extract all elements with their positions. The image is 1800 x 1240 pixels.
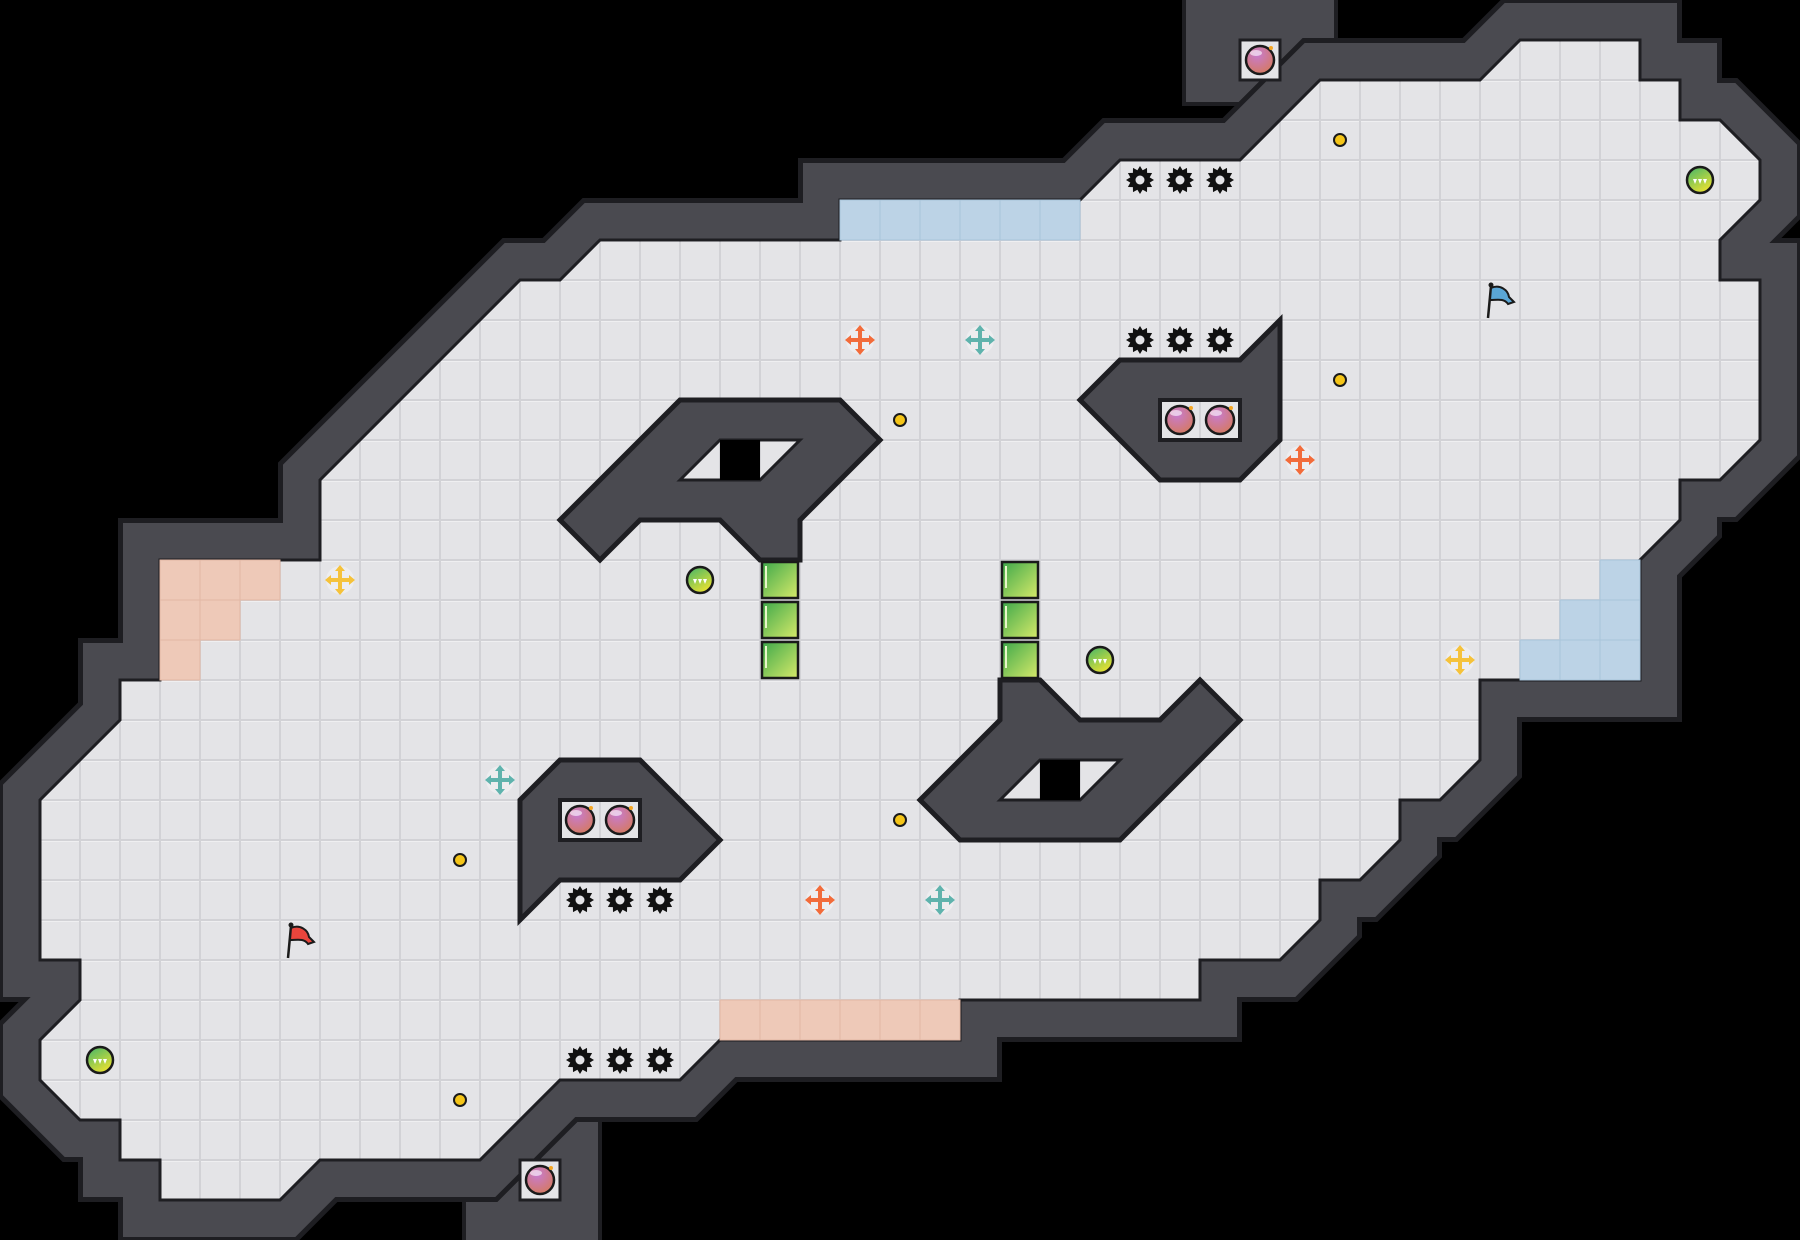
boost-arrows-icon bbox=[325, 565, 355, 595]
marker-dot-icon bbox=[453, 1093, 467, 1107]
gate-tile-icon bbox=[1000, 600, 1040, 640]
red-team-tile bbox=[239, 559, 281, 601]
red-team-tile bbox=[839, 999, 881, 1041]
red-team-tile bbox=[879, 999, 921, 1041]
spike-icon bbox=[646, 1046, 674, 1074]
red-flag-icon bbox=[286, 922, 316, 959]
gate-tile-icon bbox=[760, 640, 800, 680]
void-hole bbox=[1040, 760, 1080, 800]
boost-arrows-icon bbox=[485, 765, 515, 795]
blue-team-tile bbox=[1599, 639, 1641, 681]
red-team-tile bbox=[159, 639, 201, 681]
marker-dot-icon bbox=[453, 853, 467, 867]
gate-tile-icon bbox=[760, 560, 800, 600]
blue-team-tile bbox=[1599, 599, 1641, 641]
blue-team-tile bbox=[1519, 639, 1561, 681]
bomb-icon bbox=[564, 804, 596, 836]
bomb-icon bbox=[604, 804, 636, 836]
gate-tile-icon bbox=[1000, 640, 1040, 680]
spike-icon bbox=[1206, 326, 1234, 354]
spike-icon bbox=[646, 886, 674, 914]
marker-dot-icon bbox=[1333, 133, 1347, 147]
blue-team-tile bbox=[839, 199, 881, 241]
bomb-icon bbox=[1244, 44, 1276, 76]
boost-arrows-icon bbox=[925, 885, 955, 915]
spike-icon bbox=[566, 1046, 594, 1074]
blue-team-tile bbox=[1559, 599, 1601, 641]
powerup-ball-icon bbox=[1685, 165, 1715, 195]
powerup-ball-icon bbox=[85, 1045, 115, 1075]
powerup-ball-icon bbox=[1085, 645, 1115, 675]
gate-tile-icon bbox=[1000, 560, 1040, 600]
red-team-tile bbox=[159, 559, 201, 601]
spike-icon bbox=[1126, 166, 1154, 194]
blue-flag-icon bbox=[1486, 282, 1516, 319]
red-team-tile bbox=[199, 599, 241, 641]
boost-arrows-icon bbox=[805, 885, 835, 915]
marker-dot-icon bbox=[893, 413, 907, 427]
bomb-icon bbox=[1164, 404, 1196, 436]
spike-icon bbox=[1166, 166, 1194, 194]
marker-dot-icon bbox=[893, 813, 907, 827]
powerup-ball-icon bbox=[685, 565, 715, 595]
blue-team-tile bbox=[1559, 639, 1601, 681]
boost-arrows-icon bbox=[1285, 445, 1315, 475]
spike-icon bbox=[566, 886, 594, 914]
team-tiles bbox=[159, 199, 1641, 1041]
blue-team-tile bbox=[959, 199, 1001, 241]
bomb-icon bbox=[524, 1164, 556, 1196]
boost-arrows-icon bbox=[965, 325, 995, 355]
items bbox=[85, 44, 1715, 1196]
void-hole bbox=[720, 440, 760, 480]
red-team-tile bbox=[159, 599, 201, 641]
red-team-tile bbox=[719, 999, 761, 1041]
bomb-icon bbox=[1204, 404, 1236, 436]
red-team-tile bbox=[199, 559, 241, 601]
obstacles bbox=[517, 313, 1283, 927]
spike-icon bbox=[1206, 166, 1234, 194]
red-team-tile bbox=[799, 999, 841, 1041]
blue-team-tile bbox=[1599, 559, 1641, 601]
marker-dot-icon bbox=[1333, 373, 1347, 387]
floor-area bbox=[38, 38, 1762, 1202]
spike-icon bbox=[1126, 326, 1154, 354]
red-team-tile bbox=[919, 999, 961, 1041]
blue-team-tile bbox=[999, 199, 1041, 241]
blue-team-tile bbox=[879, 199, 921, 241]
red-team-tile bbox=[759, 999, 801, 1041]
gate-tile-icon bbox=[760, 600, 800, 640]
spike-icon bbox=[1166, 326, 1194, 354]
spike-icon bbox=[606, 1046, 634, 1074]
boost-arrows-icon bbox=[1445, 645, 1475, 675]
boost-arrows-icon bbox=[845, 325, 875, 355]
blue-team-tile bbox=[919, 199, 961, 241]
spike-icon bbox=[606, 886, 634, 914]
blue-team-tile bbox=[1039, 199, 1081, 241]
